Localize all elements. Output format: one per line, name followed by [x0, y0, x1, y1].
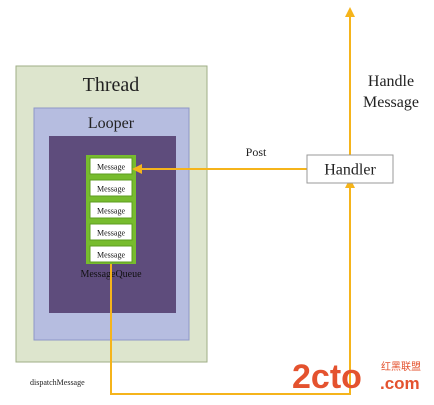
message-item: Message	[89, 179, 133, 197]
message-label: Message	[97, 163, 125, 172]
handler-box	[306, 154, 394, 184]
message-item: Message	[89, 201, 133, 219]
handle-message-label-line2: Message	[363, 94, 419, 111]
message-list: Message Message Message Message Message	[89, 157, 133, 263]
watermark-brand: 2cto	[292, 358, 362, 396]
watermark-cn: 红黑联盟	[381, 360, 421, 373]
handler-label: Handler	[324, 162, 376, 179]
message-item: Message	[89, 245, 133, 263]
watermark-logo: 2cto 红黑联盟 .com	[292, 358, 421, 396]
post-label: Post	[246, 145, 267, 159]
dispatch-arrow	[110, 178, 355, 395]
watermark-suffix: .com	[380, 374, 420, 393]
message-label: Message	[97, 251, 125, 260]
handle-message-label-line1: Handle	[368, 73, 414, 90]
message-item: Message	[89, 157, 133, 175]
message-label: Message	[97, 207, 125, 216]
looper-label: Looper	[88, 115, 135, 132]
message-item: Message	[89, 223, 133, 241]
message-label: Message	[97, 229, 125, 238]
thread-label: Thread	[83, 74, 140, 96]
dispatch-label: dispatchMessage	[30, 378, 85, 387]
message-label: Message	[97, 185, 125, 194]
